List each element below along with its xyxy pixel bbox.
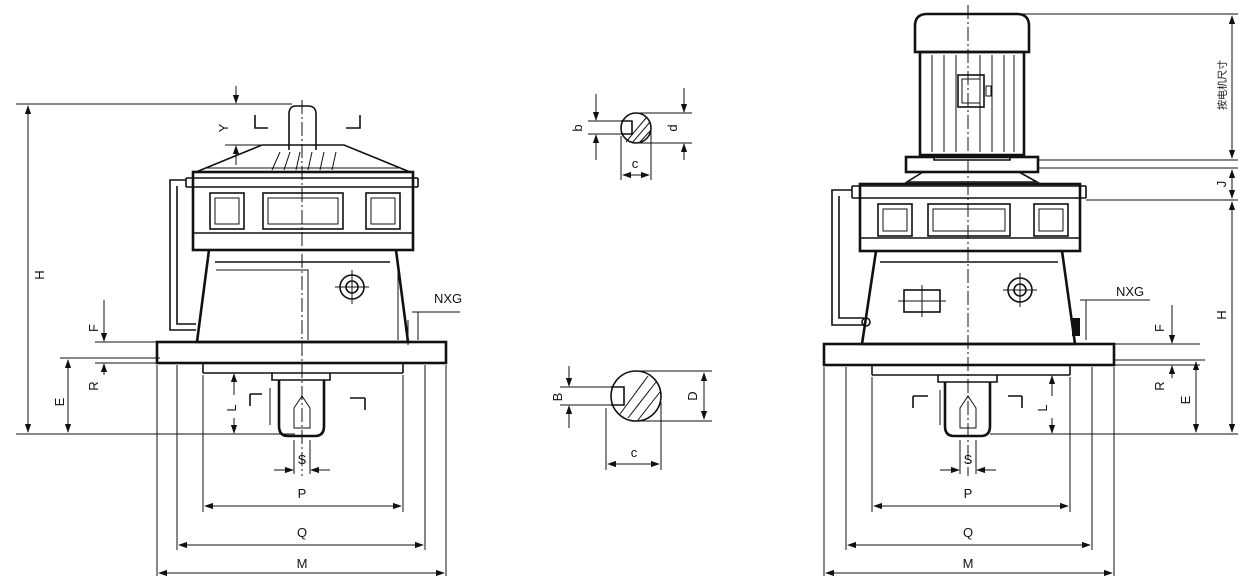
- dim-label-F-right: F: [1152, 324, 1167, 332]
- dim-label-H-right: H: [1214, 310, 1229, 319]
- dim-label-M-left: M: [297, 556, 308, 571]
- dim-label-M-right: M: [963, 556, 974, 571]
- dim-label-Y-top: Y: [216, 123, 231, 132]
- dim-label-d: d: [665, 124, 680, 131]
- dim-label-B: B: [550, 393, 565, 402]
- dim-label-S-left: S: [298, 452, 307, 467]
- dim-label-L-right: L: [1035, 404, 1050, 411]
- shaft-section-details: b d c B D c: [550, 88, 712, 470]
- dim-label-c-top: c: [632, 156, 639, 171]
- dim-label-F: F: [86, 324, 101, 332]
- right-reducer-motor-view: 按电机尺寸 J H F R E NXG L S: [822, 5, 1238, 576]
- dim-label-c-bottom: c: [631, 445, 638, 460]
- left-reducer-view: H E F R Y L NXG S: [16, 86, 462, 576]
- dim-label-Q-right: Q: [963, 525, 973, 540]
- dim-label-Q-left: Q: [297, 525, 307, 540]
- dim-label-J: J: [1214, 181, 1229, 188]
- dim-label-H: H: [32, 270, 47, 279]
- dim-label-E: E: [52, 397, 67, 406]
- motor-size-note: 按电机尺寸: [1216, 60, 1229, 110]
- label-NXG-right: NXG: [1116, 284, 1144, 299]
- dim-label-L-left: L: [224, 404, 239, 411]
- dim-label-b: b: [570, 124, 585, 131]
- label-NXG-left: NXG: [434, 291, 462, 306]
- dim-label-R-right: R: [1152, 381, 1167, 390]
- dim-label-E-right: E: [1178, 395, 1193, 404]
- dim-label-S-right: S: [964, 452, 973, 467]
- dim-label-D: D: [685, 391, 700, 400]
- dim-label-P-left: P: [298, 486, 307, 501]
- dim-label-R: R: [86, 381, 101, 390]
- dim-label-P-right: P: [964, 486, 973, 501]
